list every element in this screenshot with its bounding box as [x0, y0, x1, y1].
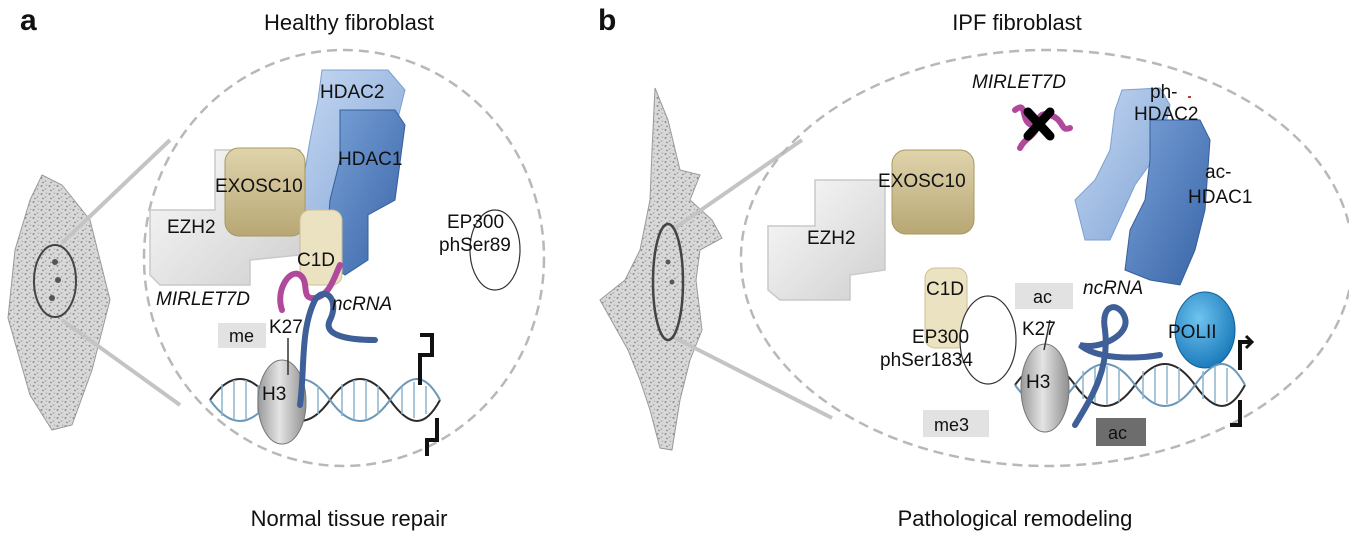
nucleolus	[52, 259, 58, 265]
me3-label: me3	[934, 415, 969, 435]
exosc10-protein	[224, 147, 306, 237]
active-promoter-arrow-icon	[1238, 340, 1250, 370]
ep300-protein	[469, 209, 521, 291]
h3-label: H3	[1026, 372, 1050, 393]
nucleolus	[49, 295, 55, 301]
red-dot-mark	[1188, 96, 1191, 98]
me3-mark	[923, 410, 989, 437]
ep300-modification-label: phSer1834	[880, 350, 973, 371]
zoom-line-bottom	[60, 318, 182, 407]
ncrna-label: ncRNA	[332, 294, 392, 315]
ac-mark-bottom	[1096, 418, 1146, 446]
k27-label: K27	[269, 317, 303, 338]
hdac2-label: HDAC2	[1134, 104, 1198, 125]
zoom-circle	[739, 48, 1349, 468]
histone-h3	[257, 359, 307, 445]
c1d-label: C1D	[926, 279, 964, 300]
hdac1-label: HDAC1	[1188, 187, 1252, 208]
repressed-promoter-icon	[425, 418, 439, 456]
ncrna-strand	[1072, 304, 1163, 428]
h3-label: H3	[262, 384, 286, 405]
blocked-x-icon	[1023, 107, 1055, 141]
ep300-modification-label: phSer89	[439, 235, 511, 256]
panel-a-letter: a	[20, 4, 37, 37]
active-promoter-arrow-icon	[1244, 334, 1255, 350]
panel-b-title: IPF fibroblast	[952, 10, 1082, 35]
me-label: me	[229, 326, 254, 346]
polii-label: POLII	[1168, 322, 1217, 343]
mirlet7d-label: MIRLET7D	[972, 72, 1066, 93]
zoom-line-top	[60, 138, 172, 245]
active-promoter-arrow-icon	[1230, 400, 1242, 427]
zoom-circle	[142, 48, 546, 468]
ipf-cell-nucleus	[651, 222, 685, 342]
hdac1-protein	[324, 109, 406, 276]
c1d-protein	[924, 267, 968, 349]
cell-nucleus	[33, 244, 77, 318]
ncrna-label: ncRNA	[1083, 278, 1143, 299]
ep300-label: EP300	[447, 212, 504, 233]
ac-top-label: ac	[1033, 287, 1052, 307]
nucleolus	[665, 259, 671, 265]
ezh2-label: EZH2	[807, 228, 856, 249]
zoom-line-top	[673, 138, 804, 230]
nucleolus	[55, 277, 61, 283]
panel-b-letter: b	[598, 4, 616, 37]
exosc10-label: EXOSC10	[878, 171, 966, 192]
panel-a-caption: Normal tissue repair	[251, 506, 448, 531]
ipf-fibroblast-cell	[599, 87, 723, 451]
k27-label: K27	[1022, 319, 1056, 340]
ac-mark-top	[1015, 283, 1073, 309]
panel-a-title: Healthy fibroblast	[264, 10, 434, 35]
zoom-line-bottom	[674, 336, 833, 420]
ac-bottom-label: ac	[1108, 423, 1127, 443]
ezh2-label: EZH2	[167, 217, 216, 238]
ep300-protein	[959, 295, 1017, 385]
hdac2-modification-label: ph-	[1150, 82, 1177, 103]
hdac2-label: HDAC2	[320, 82, 384, 103]
me-mark	[218, 323, 266, 348]
exosc10-protein	[891, 149, 975, 235]
panel-a: a Healthy fibroblast Normal tissue repai…	[7, 4, 546, 531]
hdac1-modification-label: ac-	[1205, 162, 1231, 183]
k27-tail	[1043, 319, 1051, 351]
hdac1-label: HDAC1	[338, 149, 402, 170]
nucleolus	[669, 279, 675, 285]
panel-b: b IPF fibroblast Pathological remodeling	[598, 4, 1349, 531]
panel-b-caption: Pathological remodeling	[898, 506, 1133, 531]
ncrna-strand	[297, 291, 378, 408]
hdac1-protein	[1124, 119, 1211, 286]
ezh2-protein	[767, 179, 886, 301]
hdac2-protein	[1074, 87, 1171, 241]
mirlet7d-label: MIRLET7D	[156, 289, 250, 310]
healthy-fibroblast-cell	[7, 174, 111, 431]
c1d-protein	[299, 209, 343, 286]
polii-complex	[1174, 291, 1236, 369]
mirlet7d-rna	[277, 262, 343, 313]
c1d-label: C1D	[297, 250, 335, 271]
exosc10-label: EXOSC10	[215, 176, 303, 197]
dna-helix	[209, 378, 441, 422]
repressed-promoter-icon	[418, 333, 434, 385]
ep300-label: EP300	[912, 327, 969, 348]
